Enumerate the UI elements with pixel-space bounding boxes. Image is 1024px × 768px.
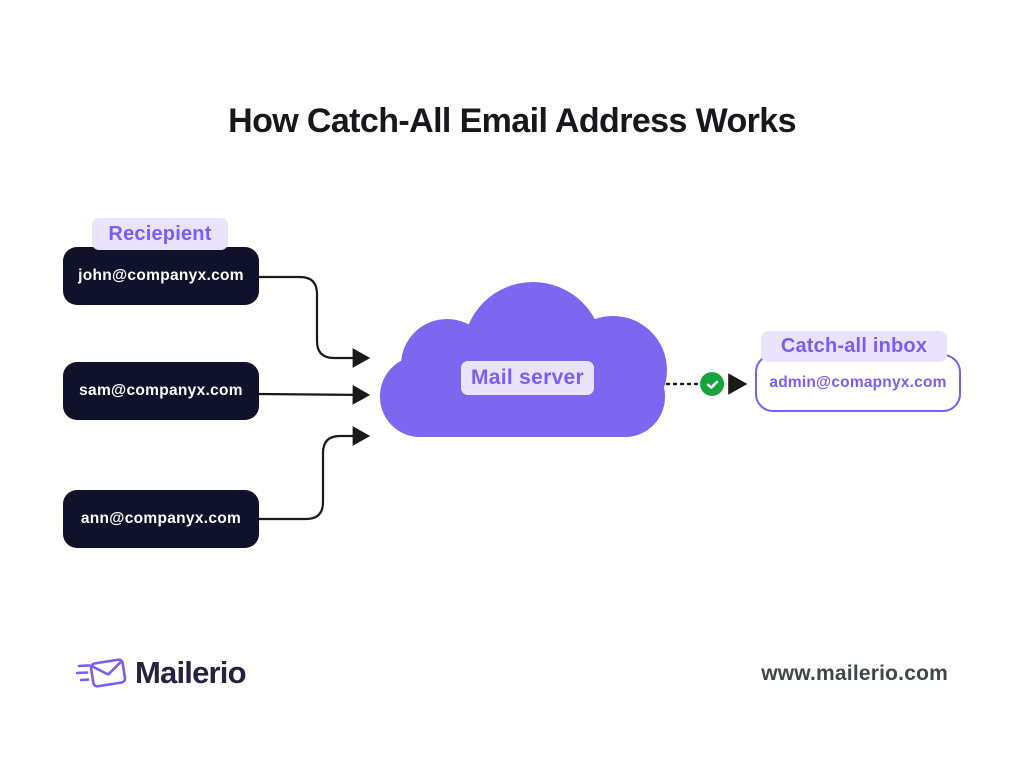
arrow-ann-to-server	[258, 426, 371, 521]
catch-all-label: Catch-all inbox	[761, 331, 947, 362]
arrow-john-to-server	[258, 275, 371, 368]
brand-logo: Mailerio	[76, 652, 247, 694]
page-title: How Catch-All Email Address Works	[228, 102, 796, 140]
recipient-box-john: john@companyx.com	[63, 247, 259, 305]
mail-server-label: Mail server	[461, 361, 594, 395]
catch-all-email: admin@comapnyx.com	[769, 374, 947, 391]
recipient-email-sam: sam@companyx.com	[79, 382, 243, 399]
recipient-box-sam: sam@companyx.com	[63, 362, 259, 420]
catch-all-inbox-box: admin@comapnyx.com	[755, 354, 961, 412]
mail-server-cloud-icon	[380, 282, 667, 437]
check-icon	[698, 370, 726, 398]
recipient-label: Reciepient	[92, 218, 228, 250]
recipient-email-ann: ann@companyx.com	[80, 510, 242, 527]
recipient-email-john: john@companyx.com	[78, 267, 244, 284]
brand-name: Mailerio	[135, 655, 247, 690]
website-url: www.mailerio.com	[761, 662, 948, 685]
envelope-icon	[76, 652, 128, 694]
arrow-sam-to-server	[257, 384, 371, 405]
recipient-box-ann: ann@companyx.com	[63, 490, 259, 548]
